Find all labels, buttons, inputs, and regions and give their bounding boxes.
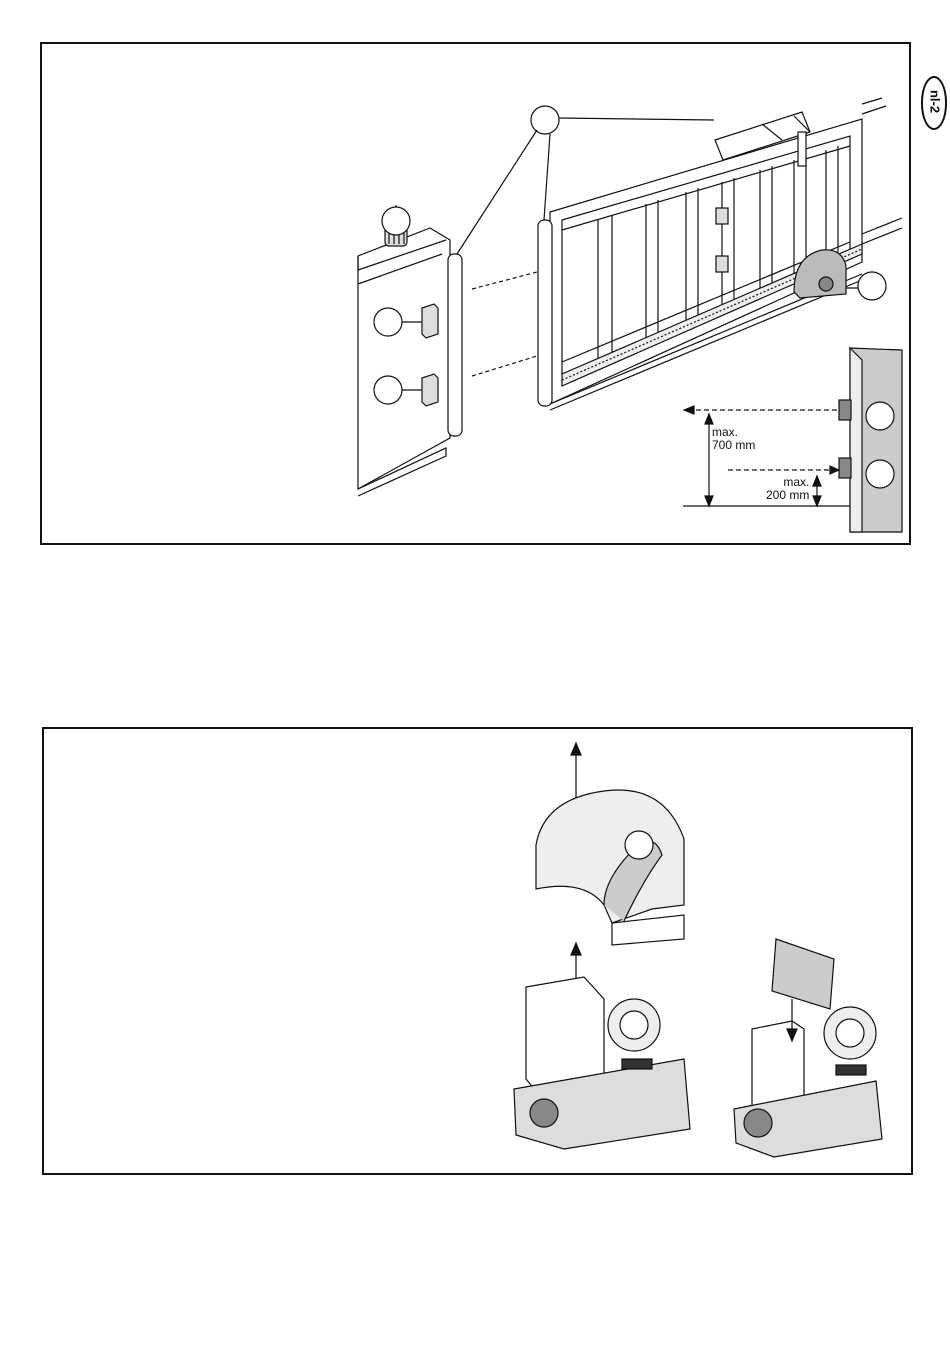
callout-gate-posts (531, 106, 559, 134)
motor-cover-drawing (44, 729, 911, 1173)
photocell-right-upper-icon (839, 400, 851, 420)
photocell-right-lower-icon (839, 458, 851, 478)
page-number-badge: nl-2 (921, 76, 949, 132)
callout-gearmotor (858, 272, 886, 300)
gearmotor-with-board-icon (734, 939, 882, 1157)
dimension-label-200: max. 200 mm (766, 476, 809, 502)
callout-photocell-right-lower (866, 460, 894, 488)
figure-gate-installation: max. 700 mm max. 200 mm (40, 42, 911, 545)
left-pillar (358, 228, 450, 496)
callout-photocell-lower (374, 376, 402, 404)
callout-photocell-upper (374, 308, 402, 336)
dimension-label-700: max. 700 mm (712, 426, 755, 452)
figure-motor-cover-removal (42, 727, 913, 1175)
control-board-icon (772, 939, 834, 1009)
gate-bracket-upper (716, 208, 728, 224)
gearmotor-open-left-icon (514, 977, 690, 1149)
callout-photocell-right-upper (866, 402, 894, 430)
motor-cover-icon (536, 790, 684, 945)
gate-installation-drawing (42, 44, 909, 543)
gate-bracket-lower (716, 256, 728, 272)
callout-flashing-light (382, 207, 410, 235)
page-number-label: nl-2 (928, 76, 943, 128)
